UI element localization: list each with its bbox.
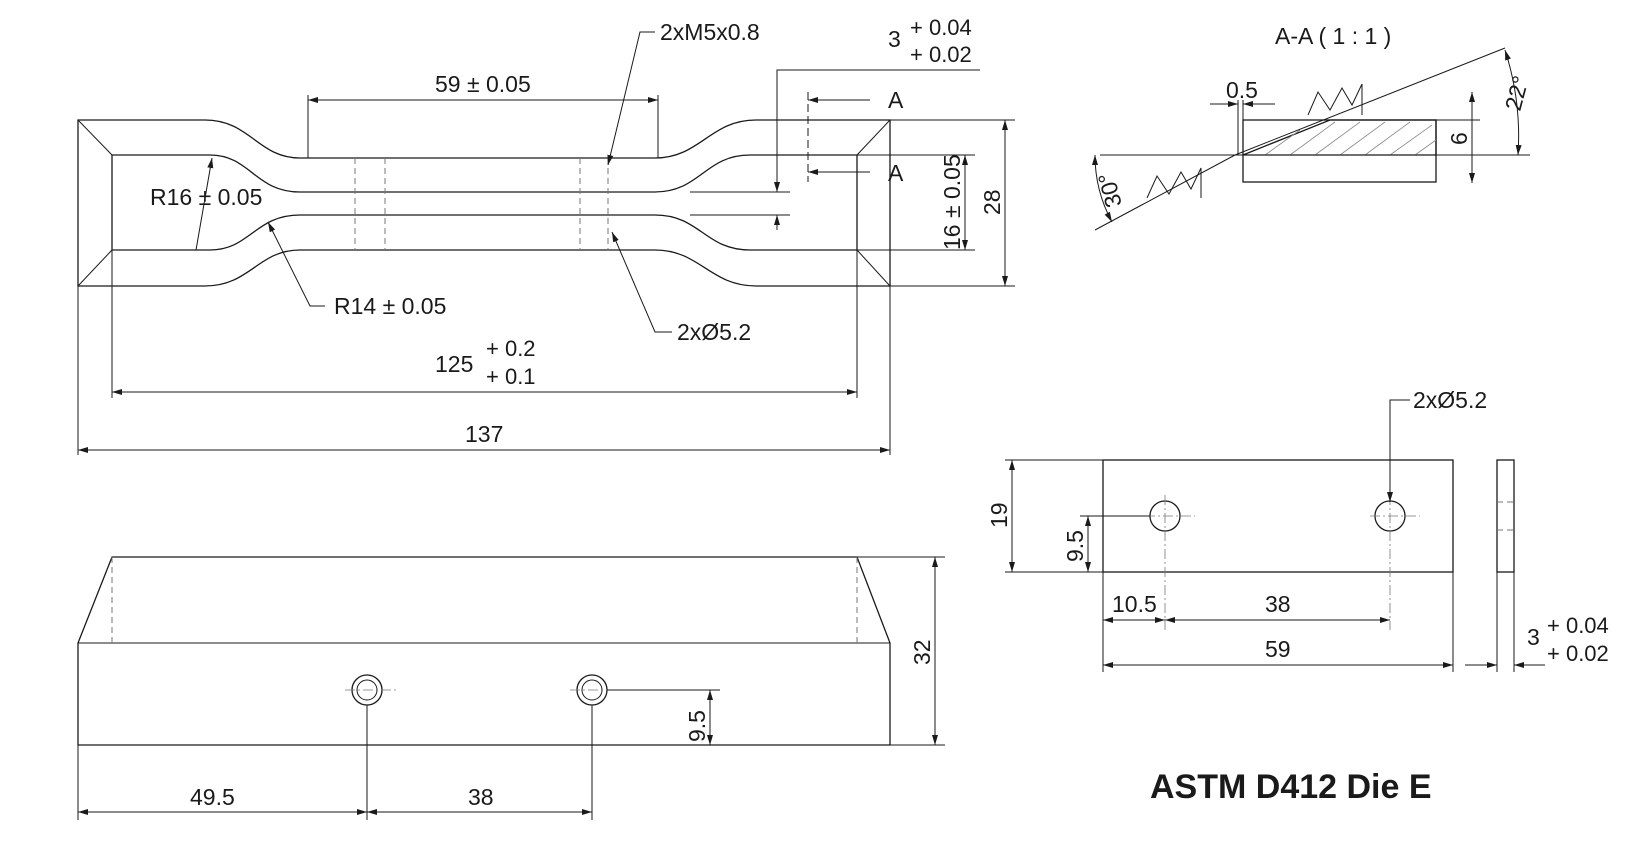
dim-inner-length-tol-upper: + 0.2 — [486, 336, 536, 361]
dim-grip-width: 16 ± 0.05 — [939, 154, 965, 250]
dim-plate-hole-spacing: 38 — [1265, 591, 1291, 617]
top-view-die: 59 ± 0.05 2xM5x0.8 3 + 0.04 + 0.02 A A R… — [77, 15, 1015, 455]
dim-radius-outer: R16 ± 0.05 — [150, 184, 262, 210]
dim-plate-thickness-nominal: 3 — [1527, 624, 1540, 650]
section-hatch — [1264, 121, 1437, 156]
section-marker-a-top: A — [888, 87, 904, 113]
drawing-title: ASTM D412 Die E — [1150, 768, 1432, 806]
dim-radius-inner: R14 ± 0.05 — [334, 293, 446, 319]
surface-finish-icon — [1307, 83, 1363, 116]
dim-plate-length: 59 — [1265, 636, 1291, 662]
plate-side-view: 3 + 0.04 + 0.02 — [1465, 459, 1609, 672]
dim-hole-top: 2xØ5.2 — [677, 319, 751, 345]
plate-view: 2xØ5.2 19 9.5 10.5 38 59 — [986, 387, 1487, 672]
dim-angle-top: 22° — [1500, 73, 1534, 113]
dim-overall-height: 28 — [979, 189, 1005, 215]
surface-finish-icon-2 — [1146, 167, 1202, 199]
dim-front-hole-x: 49.5 — [190, 784, 235, 810]
dim-thickness-tol-upper: + 0.04 — [910, 15, 972, 40]
dim-inner-length-nominal: 125 — [435, 351, 473, 377]
dim-overall-length: 137 — [465, 421, 503, 447]
section-a-a-view: A-A ( 1 : 1 ) 0.5 6 — [1091, 23, 1534, 231]
section-title: A-A ( 1 : 1 ) — [1275, 23, 1391, 49]
dim-front-height: 32 — [909, 639, 935, 665]
dim-hole-plate: 2xØ5.2 — [1413, 387, 1487, 413]
dim-plate-height: 19 — [986, 502, 1012, 528]
dim-gauge-length: 59 ± 0.05 — [435, 71, 531, 97]
dim-bevel-offset: 0.5 — [1226, 77, 1258, 103]
dim-plate-hole-x: 10.5 — [1112, 591, 1157, 617]
dim-thread: 2xM5x0.8 — [660, 19, 760, 45]
dim-plate-thickness-tol-upper: + 0.04 — [1547, 613, 1609, 638]
dim-inner-length-tol-lower: + 0.1 — [486, 364, 536, 389]
dim-section-height: 6 — [1446, 132, 1472, 145]
dim-plate-hole-height: 9.5 — [1062, 530, 1088, 562]
front-view: 32 9.5 49.5 38 — [77, 556, 945, 820]
dim-thickness-nominal: 3 — [888, 26, 901, 52]
dim-thickness-tol-lower: + 0.02 — [910, 42, 972, 67]
dim-front-hole-height: 9.5 — [684, 710, 710, 742]
dim-angle-bottom: 30° — [1093, 170, 1127, 210]
dim-front-hole-spacing: 38 — [468, 784, 494, 810]
section-marker-a-bottom: A — [888, 160, 904, 186]
dim-plate-thickness-tol-lower: + 0.02 — [1547, 641, 1609, 666]
